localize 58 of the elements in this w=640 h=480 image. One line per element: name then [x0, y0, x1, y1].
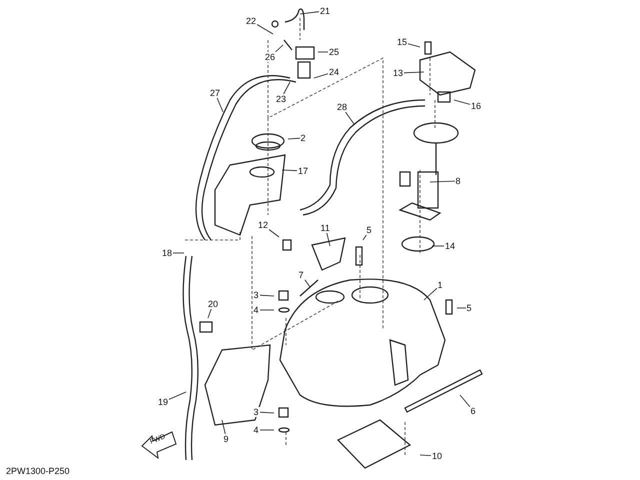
callout-number: 10	[431, 451, 444, 461]
callout-number: 13	[392, 68, 404, 78]
callout-number: 9	[222, 434, 230, 444]
leader-line	[408, 43, 420, 48]
leader-line	[288, 138, 300, 140]
leader-line	[362, 234, 367, 240]
leader-line	[172, 252, 184, 254]
callout-number: 15	[396, 37, 408, 47]
callout-number: 18	[161, 248, 174, 258]
callout-number: 4	[252, 305, 260, 315]
callout-number: 6	[470, 406, 477, 416]
callout-number: 12	[257, 220, 270, 230]
leader-line	[404, 72, 424, 74]
callout-number: 25	[328, 47, 340, 57]
callout-number: 5	[466, 303, 473, 313]
callout-number: 8	[454, 176, 462, 186]
callout-number: 4	[252, 425, 260, 435]
leader-line	[454, 100, 470, 105]
callout-number: 22	[245, 16, 258, 26]
leader-line	[168, 392, 186, 400]
callout-number: 14	[444, 241, 456, 251]
leader-line	[216, 98, 224, 112]
callout-number: 11	[320, 223, 331, 233]
leader-line	[300, 11, 320, 14]
leader-line	[420, 454, 432, 456]
callout-number: 2	[300, 133, 307, 143]
leader-line	[275, 44, 284, 52]
callout-number: 5	[366, 225, 373, 235]
callout-number: 21	[319, 6, 332, 16]
callout-number: 7	[298, 270, 305, 280]
callout-number: 3	[252, 290, 260, 300]
leader-line	[282, 170, 298, 172]
callout-number: 23	[275, 94, 288, 104]
callout-number: 20	[207, 299, 220, 309]
leader-line	[208, 308, 212, 318]
leader-line	[268, 229, 280, 238]
leader-line	[345, 112, 354, 124]
leader-line	[260, 294, 274, 296]
leader-line	[314, 73, 328, 78]
leader-line	[430, 180, 456, 182]
callout-number: 24	[328, 67, 340, 77]
callout-number: 26	[264, 52, 276, 62]
leader-line	[326, 232, 330, 246]
drawing-code: 2PW1300-P250	[6, 466, 70, 476]
callout-number: 1	[436, 280, 444, 290]
callout-number: 16	[470, 101, 482, 111]
callout-number: 27	[209, 88, 222, 98]
leader-line	[260, 412, 274, 414]
leader-line	[460, 394, 470, 408]
callout-number: 17	[297, 166, 310, 176]
leader-line	[304, 280, 310, 288]
leader-line	[283, 82, 290, 94]
callout-number: 19	[157, 397, 170, 407]
callout-number: 3	[252, 407, 260, 417]
callout-number: 28	[336, 102, 348, 112]
leader-line	[222, 420, 226, 434]
leader-line	[424, 288, 438, 300]
leader-line	[256, 24, 274, 34]
